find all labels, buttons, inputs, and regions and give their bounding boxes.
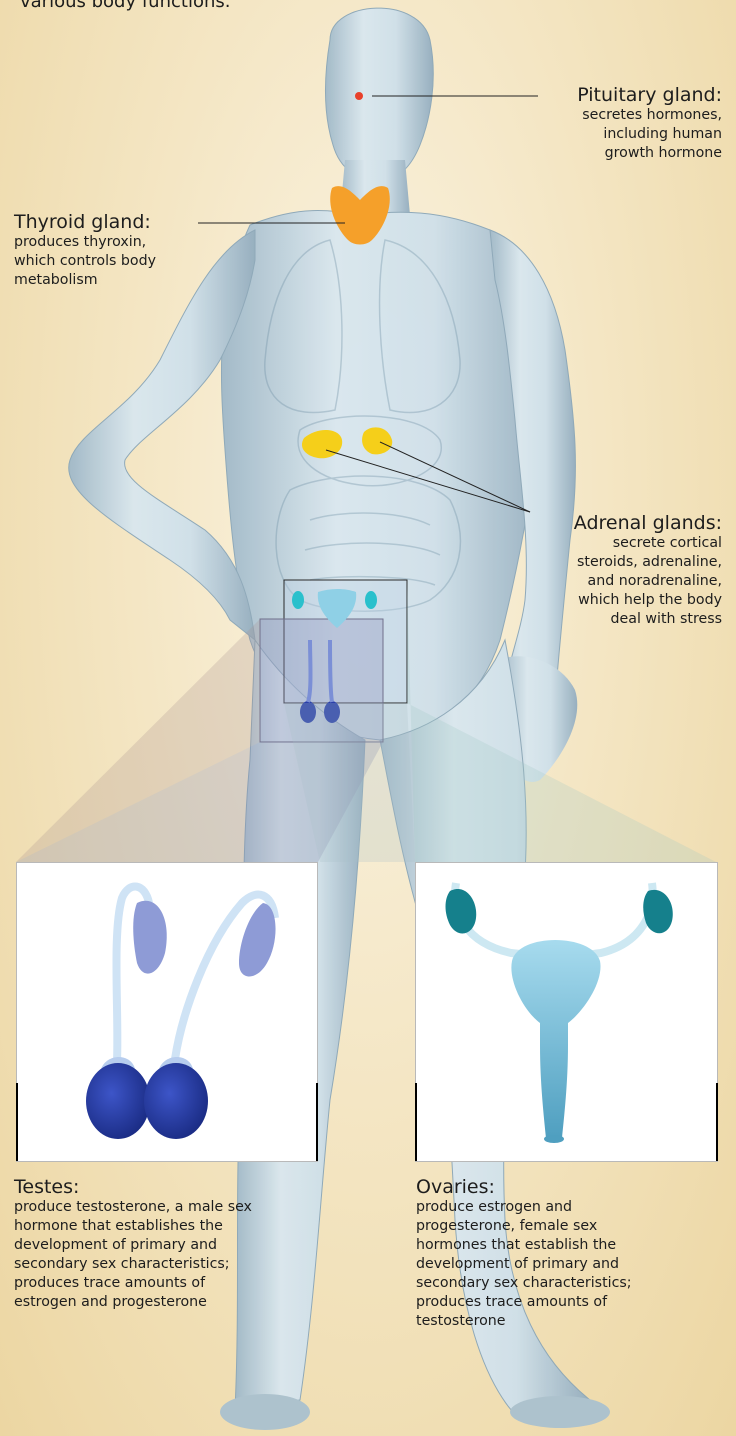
testes-desc-1: produce testosterone, a male sex	[14, 1198, 334, 1217]
ovaries-desc-2: progesterone, female sex	[416, 1217, 734, 1236]
intro-text: various body functions.	[20, 0, 230, 13]
testis-right	[144, 1063, 208, 1139]
left-foot	[220, 1394, 310, 1430]
ovaries-desc-4: development of primary and	[416, 1255, 734, 1274]
pituitary-desc-3: growth hormone	[462, 144, 722, 163]
adrenal-desc-2: steroids, adrenaline,	[462, 553, 722, 572]
thyroid-desc-2: which controls body	[14, 252, 214, 271]
pituitary-title: Pituitary gland:	[462, 84, 722, 106]
pituitary-desc-1: secretes hormones,	[462, 106, 722, 125]
ovaries-desc-6: produces trace amounts of	[416, 1293, 734, 1312]
ovaries-panel	[415, 862, 718, 1162]
pituitary-label: Pituitary gland: secretes hormones, incl…	[462, 84, 722, 163]
cervix	[544, 1135, 564, 1143]
testes-title: Testes:	[14, 1176, 334, 1198]
testes-desc-4: secondary sex characteristics;	[14, 1255, 334, 1274]
ovaries-title: Ovaries:	[416, 1176, 734, 1198]
pituitary-gland-mark	[355, 92, 363, 100]
ovaries-desc-1: produce estrogen and	[416, 1198, 734, 1217]
thyroid-desc-1: produces thyroxin,	[14, 233, 214, 252]
testes-desc-5: produces trace amounts of	[14, 1274, 334, 1293]
ovaries-desc-7: testosterone	[416, 1312, 734, 1331]
ovary-small-left	[292, 591, 304, 609]
adrenal-label: Adrenal glands: secrete cortical steroid…	[462, 512, 722, 629]
seminal-vesicle-right	[239, 903, 276, 977]
thyroid-label: Thyroid gland: produces thyroxin, which …	[14, 211, 214, 290]
ovaries-label: Ovaries: produce estrogen and progestero…	[416, 1176, 734, 1331]
adrenal-desc-4: which help the body	[462, 591, 722, 610]
ovary-small-right	[365, 591, 377, 609]
testes-illustration	[17, 863, 317, 1161]
uterus	[511, 940, 600, 1138]
adrenal-desc-3: and noradrenaline,	[462, 572, 722, 591]
seminal-vesicle-left	[133, 901, 167, 974]
adrenal-desc-1: secrete cortical	[462, 534, 722, 553]
ovaries-illustration	[416, 863, 717, 1161]
panel-edge-left	[415, 1083, 417, 1161]
testes-panel	[16, 862, 318, 1162]
panel-edge-right	[316, 1083, 318, 1161]
thyroid-desc-3: metabolism	[14, 271, 214, 290]
ovary-left	[446, 889, 477, 933]
testes-desc-2: hormone that establishes the	[14, 1217, 334, 1236]
testes-label: Testes: produce testosterone, a male sex…	[14, 1176, 334, 1312]
adrenal-title: Adrenal glands:	[462, 512, 722, 534]
panel-edge-right	[716, 1083, 718, 1161]
panel-edge-left	[16, 1083, 18, 1161]
thyroid-title: Thyroid gland:	[14, 211, 214, 233]
ovary-right	[643, 890, 673, 933]
testis-left	[86, 1063, 150, 1139]
head	[326, 8, 434, 182]
adrenal-desc-5: deal with stress	[462, 610, 722, 629]
testes-desc-3: development of primary and	[14, 1236, 334, 1255]
ovaries-desc-5: secondary sex characteristics;	[416, 1274, 734, 1293]
ovaries-desc-3: hormones that establish the	[416, 1236, 734, 1255]
pituitary-desc-2: including human	[462, 125, 722, 144]
right-foot	[510, 1396, 610, 1428]
testes-desc-6: estrogen and progesterone	[14, 1293, 334, 1312]
